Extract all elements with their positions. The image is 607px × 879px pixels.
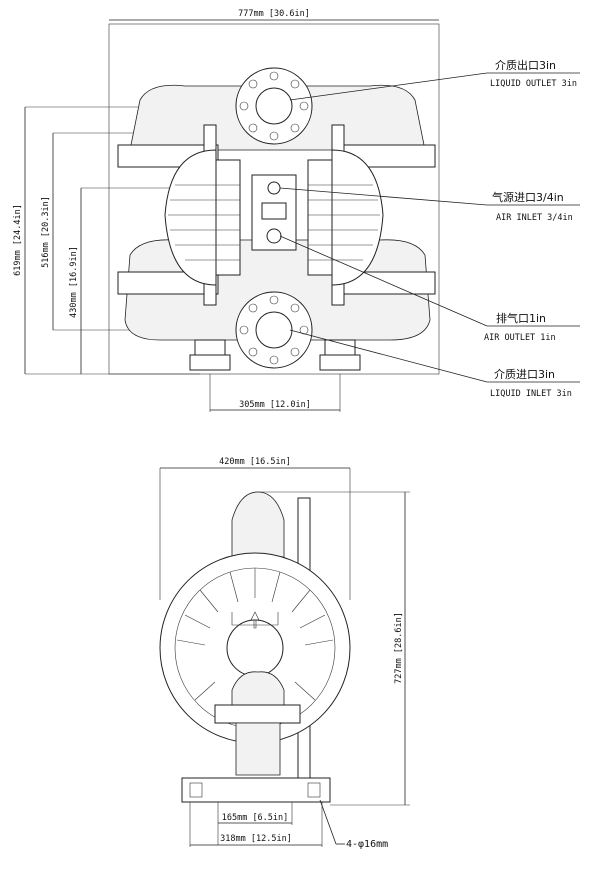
base-plate [181, 777, 331, 803]
air-outlet-port [266, 228, 282, 244]
callout-air-inlet-cn: 气源进口3/4in [492, 190, 564, 204]
callout-liquid-outlet-en: LIQUID OUTLET 3in [490, 79, 577, 89]
base-inner-text: 165mm [6.5in] [222, 813, 289, 823]
callout-leaders [279, 72, 580, 383]
inlet-flange [235, 291, 313, 369]
callout-liquid-inlet-en: LIQUID INLET 3in [490, 389, 572, 399]
height-mid-text: 516mm [20.3in] [41, 196, 51, 268]
side-height-text: 727mm [28.6in] [394, 612, 404, 684]
housing-ribs [176, 568, 334, 701]
height-overall-text: 619mm [24.4in] [13, 204, 23, 276]
air-inlet-port [267, 181, 281, 195]
side-width-text: 420mm [16.5in] [219, 457, 291, 467]
callout-liquid-outlet-cn: 介质出口3in [495, 58, 556, 72]
side-view: 420mm [16.5in] 727mm [28.6in] [159, 457, 410, 850]
callout-air-outlet-en: AIR OUTLET 1in [484, 333, 556, 343]
height-inner-text: 430mm [16.9in] [69, 246, 79, 318]
base-dim-text: 305mm [12.0in] [239, 400, 311, 410]
callout-air-outlet-cn: 排气口1in [496, 311, 546, 325]
callout-air-inlet-en: AIR INLET 3/4in [496, 213, 573, 223]
outlet-flange [235, 67, 313, 145]
callout-liquid-inlet-cn: 介质进口3in [494, 368, 555, 381]
front-view: 777mm [30.6in] 619mm [24.4in] 516mm [20.… [13, 9, 580, 412]
base-outer-text: 318mm [12.5in] [220, 834, 292, 844]
flow-arrow-icon [250, 611, 260, 629]
width-dim-text: 777mm [30.6in] [238, 9, 310, 19]
hole-note-text: 4-φ16mm [346, 839, 388, 850]
left-housing [164, 124, 241, 306]
